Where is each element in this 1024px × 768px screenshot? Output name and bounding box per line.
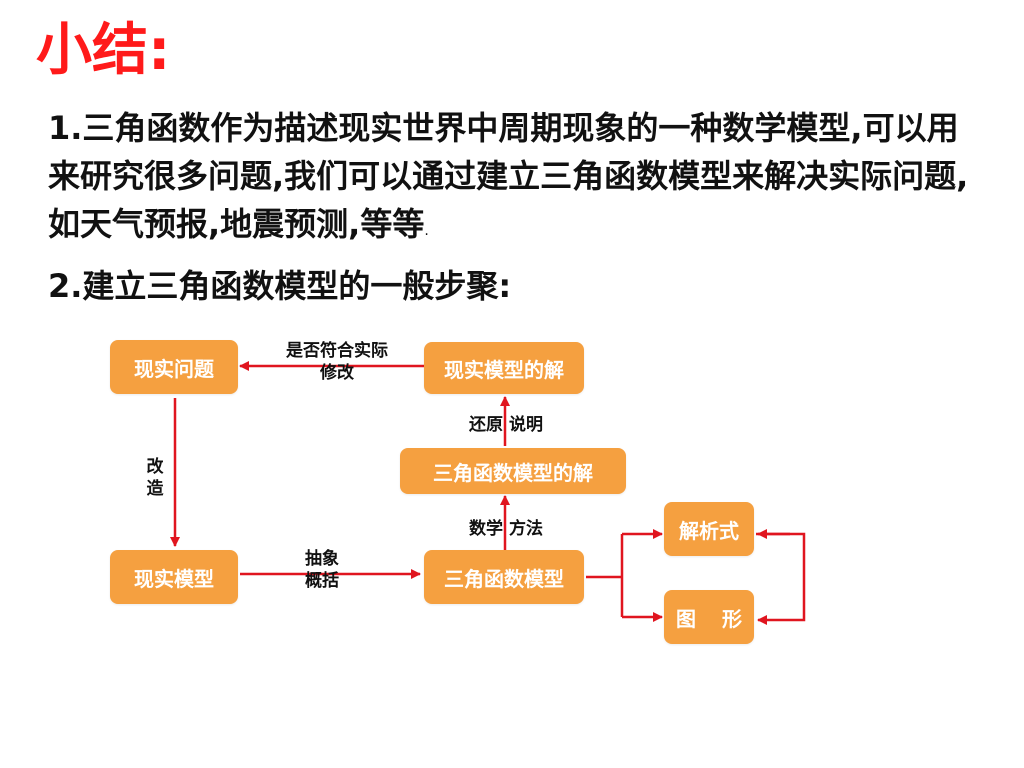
label-transform: 改 造 (140, 456, 170, 500)
label-check-reality: 是否符合实际 修改 (262, 340, 412, 384)
summary-point-1-suffix: . (424, 223, 429, 239)
summary-point-1: 1.三角函数作为描述现实世界中周期现象的一种数学模型,可以用来研究很多问题,我们… (48, 104, 988, 255)
box-trig-model-solution: 三角函数模型的解 (400, 448, 626, 494)
box-graph: 图形 (664, 590, 754, 644)
box-graph-char-2: 形 (722, 606, 742, 631)
label-check-line-1: 是否符合实际 (286, 341, 388, 361)
label-abstract-line-1: 抽象 (305, 549, 339, 569)
summary-point-1-text: 1.三角函数作为描述现实世界中周期现象的一种数学模型,可以用来研究很多问题,我们… (48, 109, 969, 243)
box-real-model-solution: 现实模型的解 (424, 342, 584, 394)
summary-point-2: 2.建立三角函数模型的一般步聚: (48, 267, 512, 305)
label-math-method: 数学 方法 (469, 519, 543, 539)
label-transform-line-1: 改 (146, 457, 164, 477)
page-title: 小结: (36, 18, 171, 83)
box-real-model: 现实模型 (110, 550, 238, 604)
box-graph-char-1: 图 (676, 606, 696, 631)
box-trig-model: 三角函数模型 (424, 550, 584, 604)
label-check-line-2: 修改 (320, 363, 354, 383)
box-analytic-expression: 解析式 (664, 502, 754, 556)
arrow-expr-to-graph (756, 532, 806, 625)
label-abstract-line-2: 概括 (305, 571, 339, 591)
label-restore-explain: 还原 说明 (469, 415, 543, 435)
label-abstract-summarize: 抽象 概括 (284, 548, 360, 592)
box-real-problem: 现实问题 (110, 340, 238, 394)
label-transform-line-2: 造 (146, 479, 164, 499)
